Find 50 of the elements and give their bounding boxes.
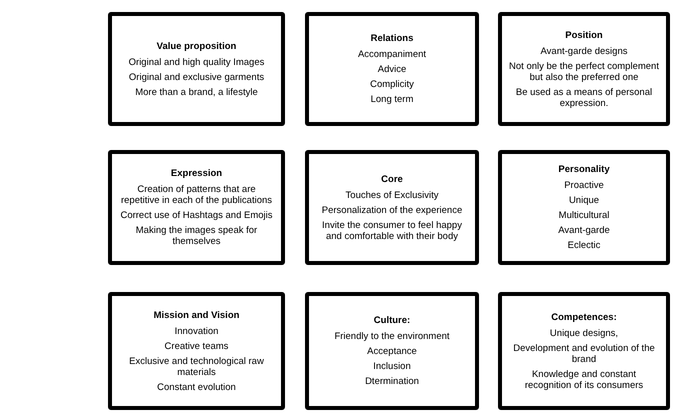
box-text: Avant-garde designs <box>540 46 628 56</box>
text-box <box>108 150 285 265</box>
box-text: Creative teams <box>164 340 228 352</box>
box-text: Exclusive and technological raw materials <box>128 356 265 378</box>
box-text: Complicity <box>370 79 414 90</box>
box-heading: Core <box>381 174 403 184</box>
box-text: Creation of patterns that are repetitive in each of the publications <box>120 184 274 206</box>
text-box <box>305 12 479 126</box>
text-box <box>498 150 670 265</box>
text-box <box>498 292 670 410</box>
box-heading: Value proposition <box>156 40 236 52</box>
box-text: Long term <box>370 94 414 105</box>
box-text: Knowledge and constant recognition of its consumers <box>524 368 644 390</box>
box-text: Multicultural <box>558 210 610 221</box>
box-text: More than a brand, a lifestyle <box>135 86 258 98</box>
box-text: Be used as a means of personal expression. <box>514 86 654 108</box>
box-text: Correct use of Hashtags and Emojis <box>120 210 273 221</box>
box-text: Making the images speak for themselves <box>134 225 258 247</box>
box-text: Advice <box>378 64 406 75</box>
text-box <box>108 292 285 410</box>
box-text: Proactive <box>564 180 604 191</box>
text-box <box>498 12 670 126</box>
box-text: Invite the consumer to feel happy and comfortable with their body <box>321 220 463 242</box>
box-heading: Relations <box>370 33 414 44</box>
box-text: Friendly to the environment <box>334 331 450 342</box>
box-text: Eclectic <box>568 240 600 251</box>
box-text: Original and high quality Images <box>128 56 264 68</box>
text-box <box>305 150 479 265</box>
box-text: Acceptance <box>367 346 417 357</box>
box-text: Touches of Exclusivity <box>346 190 438 200</box>
box-heading: Position <box>565 30 603 40</box>
text-box <box>108 12 285 126</box>
box-text: Inclusion <box>373 361 411 372</box>
box-text: Accompaniment <box>358 49 426 60</box>
box-heading: Mission and Vision <box>154 310 240 320</box>
box-text: Avant-garde <box>558 225 610 236</box>
box-text: Constant evolution <box>157 382 236 392</box>
box-text: Innovation <box>174 326 218 336</box>
box-text: Personalization of the experience <box>322 204 462 216</box>
box-heading: Personality <box>558 164 610 175</box>
box-text: Development and evolution of the brand <box>512 342 656 364</box>
box-text: Original and exclusive garments <box>128 72 264 82</box>
text-box <box>305 292 479 410</box>
box-text: Dtermination <box>365 376 419 387</box>
box-text: Unique <box>568 195 600 206</box>
box-heading: Competences: <box>551 312 617 322</box>
box-heading: Culture: <box>374 315 410 326</box>
box-text: Not only be the perfect complement but also the preferred one <box>508 60 660 82</box>
box-heading: Expression <box>170 168 222 179</box>
box-text: Unique designs, <box>550 328 618 338</box>
